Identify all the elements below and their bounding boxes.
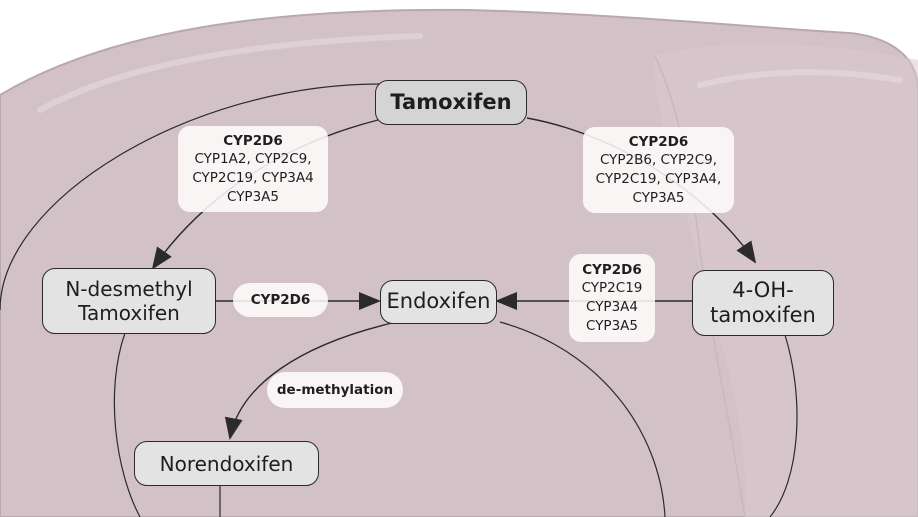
- arrow-endoxifen-to-norendoxifen: [224, 322, 393, 440]
- circle-outline-ndesmethyl: [113, 332, 141, 517]
- enzyme-label-demethylation: de-methylation: [267, 372, 403, 408]
- enzyme-label-right: CYP2D6 CYP2B6, CYP2C9, CYP2C19, CYP3A4, …: [583, 127, 734, 213]
- enzyme-primary: CYP2D6: [223, 132, 283, 149]
- node-endoxifen: Endoxifen: [380, 280, 497, 324]
- liver-lobe-divider: [654, 55, 746, 517]
- circle-outline-oh: [769, 334, 798, 517]
- enzyme-line: CYP1A2, CYP2C9,: [194, 151, 312, 168]
- circle-outline-left: [0, 83, 381, 311]
- node-4-oh-tamoxifen: 4-OH- tamoxifen: [692, 270, 834, 336]
- enzyme-line: CYP2C19: [581, 280, 643, 297]
- liver-right-highlight: [697, 69, 903, 88]
- liver-highlight: [37, 33, 423, 113]
- enzyme-label-middle-right: CYP2D6 CYP2C19 CYP3A4 CYP3A5: [569, 254, 655, 342]
- enzyme-line: CYP3A5: [227, 188, 279, 205]
- enzyme-line: CYP3A5: [632, 189, 685, 206]
- enzyme-line: CYP2B6, CYP2C9,: [599, 152, 718, 169]
- node-norendoxifen: Norendoxifen: [134, 441, 319, 486]
- node-n-desmethyl-tamoxifen: N-desmethyl Tamoxifen: [42, 268, 216, 334]
- circle-outline-endoxifen: [499, 321, 666, 517]
- enzyme-line: CYP3A5: [586, 317, 638, 334]
- enzyme-line: CYP3A4: [586, 299, 638, 315]
- enzyme-primary: CYP2D6: [628, 133, 689, 150]
- enzyme-label-left: CYP2D6 CYP1A2, CYP2C9, CYP2C19, CYP3A4 C…: [178, 126, 328, 212]
- enzyme-label-middle-left: CYP2D6: [233, 283, 328, 317]
- node-tamoxifen: Tamoxifen: [375, 80, 527, 125]
- enzyme-line: CYP2C19, CYP3A4,: [595, 171, 722, 187]
- demethylation-label: de-methylation: [276, 381, 394, 398]
- enzyme-primary: CYP2D6: [582, 261, 642, 278]
- enzyme-line: CYP2C19, CYP3A4: [192, 170, 314, 186]
- enzyme-primary: CYP2D6: [250, 291, 311, 308]
